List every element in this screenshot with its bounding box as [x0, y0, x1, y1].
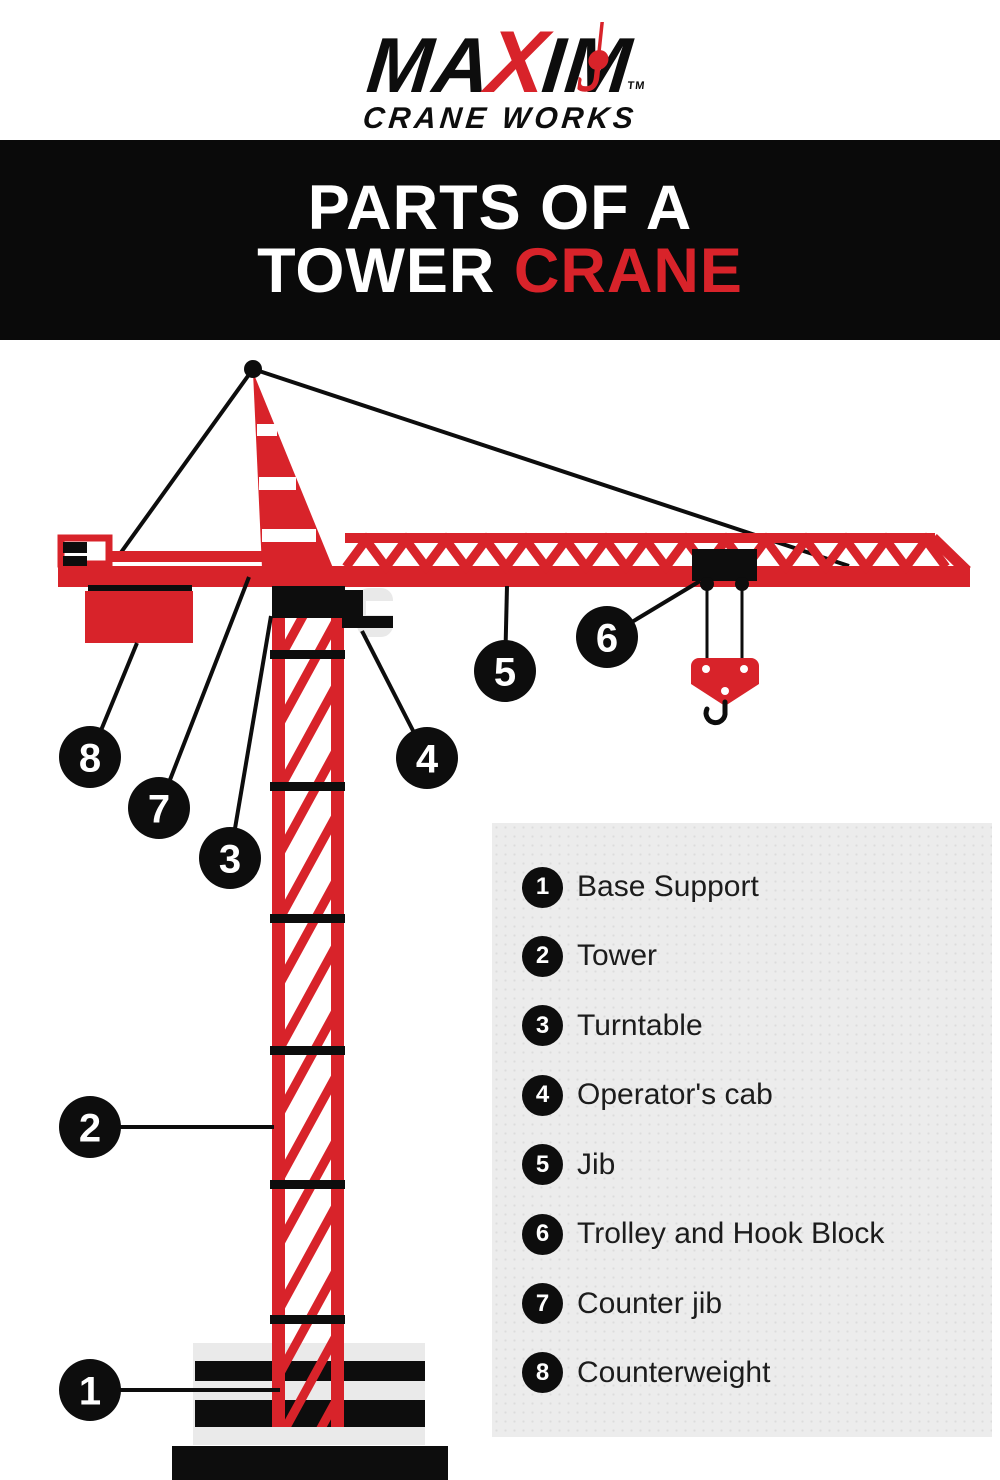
legend-label-5: Jib — [577, 1147, 616, 1181]
operator-cab — [342, 588, 400, 637]
legend-badge-4: 4 — [522, 1074, 563, 1116]
legend-label-4: Operator's cab — [577, 1078, 773, 1112]
legend-item-jib: 5 Jib — [522, 1144, 962, 1186]
turntable — [272, 586, 345, 618]
legend-item-trolley-hook-block: 6 Trolley and Hook Block — [522, 1213, 962, 1255]
callout-4: 4 — [416, 737, 439, 781]
base-bar-bottom — [195, 1400, 425, 1427]
foundation-slab — [172, 1446, 448, 1480]
callout-1: 1 — [79, 1369, 101, 1413]
legend-item-operators-cab: 4 Operator's cab — [522, 1074, 962, 1116]
tower-mast — [270, 618, 345, 1427]
legend-badge-5: 5 — [522, 1144, 563, 1186]
title-crane-word: CRANE — [513, 236, 743, 306]
counter-jib-chord — [110, 551, 272, 562]
base-bar-top — [195, 1361, 425, 1381]
callout-8: 8 — [79, 736, 101, 780]
legend-badge-6: 6 — [522, 1213, 563, 1255]
apex-triangle — [253, 372, 333, 568]
jib-top-chord — [345, 533, 935, 543]
counter-jib-plate-1 — [63, 542, 87, 553]
tower-rail-right — [331, 618, 344, 1427]
legend-item-counterweight: 8 Counterweight — [522, 1352, 962, 1394]
callout-5: 5 — [494, 650, 516, 694]
crane-hook-icon — [576, 22, 609, 92]
jib-truss — [342, 532, 971, 575]
title-line-2: TOWER CRANE — [257, 236, 743, 306]
counter-jib — [57, 534, 272, 568]
legend-label-7: Counter jib — [577, 1286, 723, 1320]
counterweight — [85, 585, 193, 643]
apex-tower — [244, 360, 333, 568]
counter-jib-cable — [115, 367, 255, 560]
legend-label-8: Counterweight — [577, 1355, 771, 1389]
hook-block — [691, 658, 759, 726]
trolley — [692, 549, 757, 662]
legend-item-counter-jib: 7 Counter jib — [522, 1283, 962, 1325]
legend-badge-2: 2 — [522, 935, 563, 977]
cab-window-notch — [366, 601, 400, 615]
callout-7: 7 — [148, 787, 170, 831]
tower-rail-left — [272, 618, 285, 1427]
maxim-logo: MA X IM TM CRANE WORKS — [0, 12, 1000, 140]
callout-2: 2 — [79, 1106, 101, 1150]
counter-jib-plate-2 — [63, 556, 87, 567]
callout-badges: 1 2 3 4 5 6 7 8 — [59, 606, 638, 1421]
legend-label-1: Base Support — [577, 870, 759, 903]
legend-label-2: Tower — [577, 939, 658, 973]
legend-panel: 1 Base Support 2 Tower 3 Turntable 4 Ope… — [492, 823, 992, 1437]
title-line-1: PARTS OF A — [307, 173, 693, 243]
apex-pin — [244, 360, 262, 378]
legend-badge-1: 1 — [522, 866, 563, 908]
jib-end-slope — [929, 534, 971, 575]
logo-wordmark: MA X IM TM — [363, 12, 646, 111]
legend-label-6: Trolley and Hook Block — [577, 1217, 885, 1251]
main-beam — [58, 566, 970, 587]
legend-item-turntable: 3 Turntable — [522, 1005, 962, 1047]
cab-walkway — [342, 616, 393, 628]
legend-item-tower: 2 Tower — [522, 935, 962, 977]
hook — [703, 699, 728, 726]
legend-item-base-support: 1 Base Support — [522, 866, 962, 908]
legend-badge-8: 8 — [522, 1352, 563, 1394]
callout-3: 3 — [219, 837, 241, 881]
jib-lattice — [342, 532, 950, 575]
tower-joint-bands — [270, 650, 345, 1324]
title-banner: PARTS OF A TOWER CRANE — [0, 140, 1000, 340]
legend-label-3: Turntable — [577, 1008, 703, 1042]
callout-6: 6 — [596, 616, 618, 660]
legend-badge-7: 7 — [522, 1283, 563, 1325]
legend-badge-3: 3 — [522, 1005, 563, 1047]
